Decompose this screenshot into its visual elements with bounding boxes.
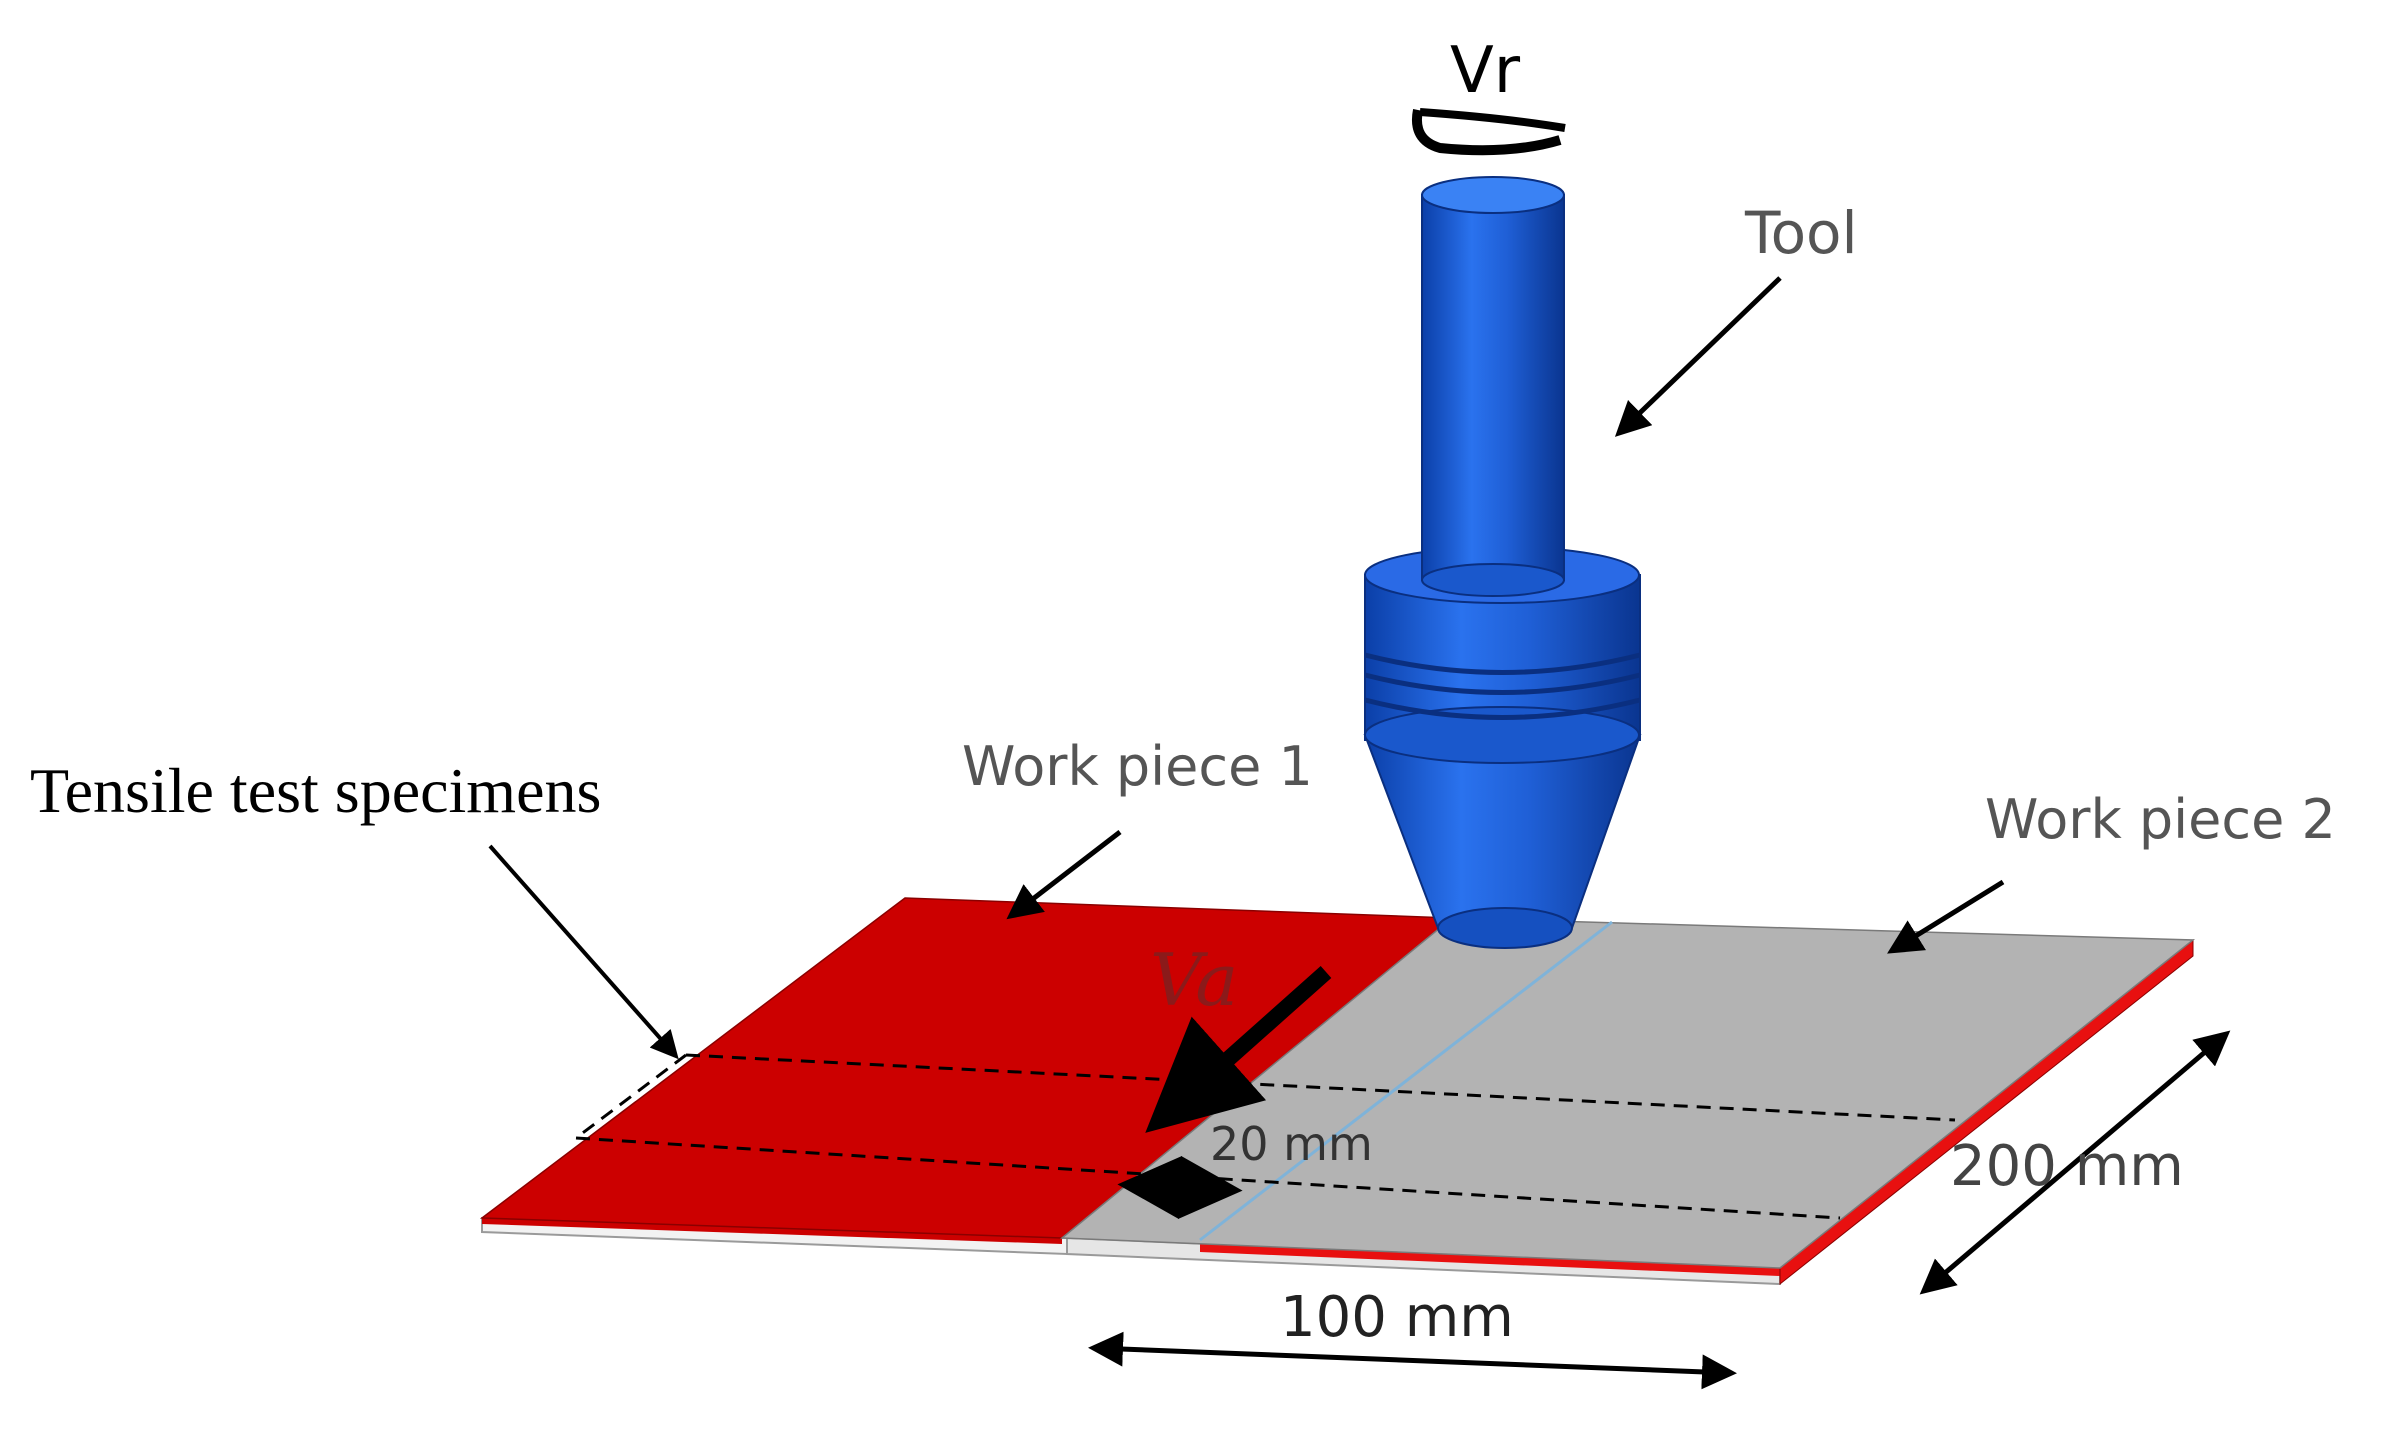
- work-piece-2-label: Work piece 2: [1985, 788, 2336, 851]
- dim-100-arrow: [1088, 1331, 1737, 1390]
- work-piece-1-label: Work piece 1: [962, 735, 1313, 798]
- dim-100-label: 100 mm: [1280, 1285, 1514, 1350]
- tool-shaft: [1421, 194, 1565, 581]
- work-piece-1-pointer-arrow: [1006, 830, 1122, 920]
- specimens-label: Tensile test specimens: [30, 755, 601, 826]
- work-piece-2-front-edge-red: [1200, 1244, 1780, 1276]
- dim-20-arrow: [1117, 1156, 1243, 1219]
- work-piece-2-pointer-arrow: [1887, 879, 2005, 954]
- dim-200-label: 200 mm: [1950, 1134, 2184, 1199]
- tool: [1363, 176, 1642, 949]
- work-piece-2-top: [1060, 917, 2196, 1269]
- rotation-label: Vr: [1450, 34, 1521, 108]
- rotation-arrow-icon: [1412, 108, 1566, 156]
- specimens-pointer-arrow: [488, 844, 679, 1060]
- tool-label: Tool: [1744, 199, 1858, 267]
- weld-line: [1199, 920, 1613, 1242]
- advance-label: Va: [1150, 938, 1238, 1022]
- work-piece-1-edge-red: [482, 1218, 1062, 1244]
- advance-arrow: [1145, 966, 1332, 1133]
- plates: [479, 897, 2196, 1286]
- dim-20-label: 20 mm: [1210, 1117, 1373, 1171]
- dim-200-arrow: [1919, 1030, 2231, 1295]
- tool-top: [1421, 176, 1565, 214]
- tool-pointer-arrow: [1614, 276, 1782, 437]
- tool-grooves: [1364, 652, 1641, 720]
